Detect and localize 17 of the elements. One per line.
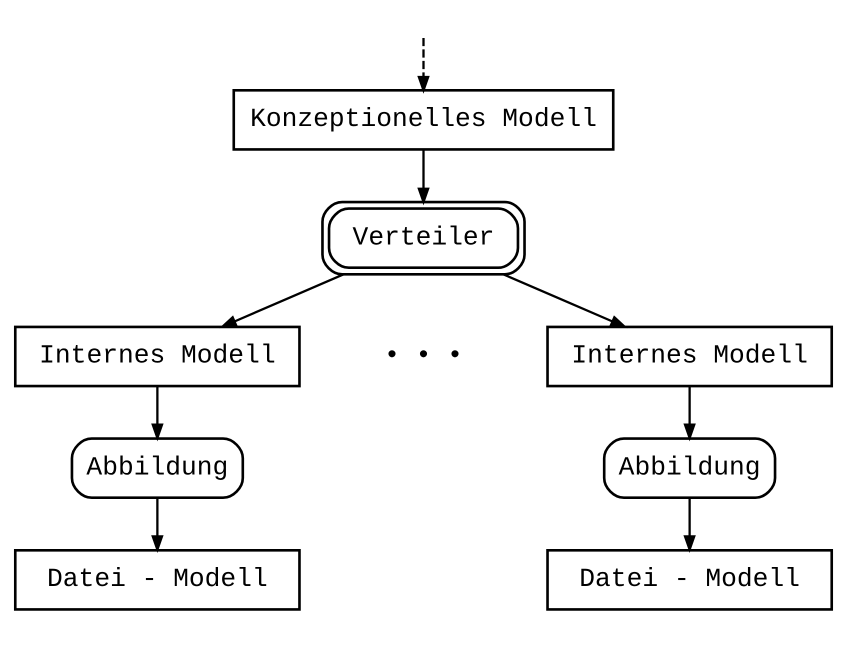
arrow xyxy=(219,273,344,328)
arrow xyxy=(502,273,628,328)
arrow xyxy=(417,38,430,94)
node-box: Abbildung xyxy=(602,437,776,500)
node-box: Verteiler xyxy=(321,200,526,276)
arrow xyxy=(151,498,164,554)
node-box: Konzeptionelles Modell xyxy=(232,89,615,151)
node-box: Abbildung xyxy=(70,437,244,500)
arrow xyxy=(151,386,164,442)
arrow xyxy=(417,150,430,206)
node-box: Datei - Modell xyxy=(14,548,301,611)
arrow xyxy=(683,386,696,442)
arrow xyxy=(683,498,696,554)
node-box: Internes Modell xyxy=(546,326,834,388)
node-box: Internes Modell xyxy=(14,326,301,388)
node-box: Datei - Modell xyxy=(546,548,834,611)
label: • • • xyxy=(384,340,463,371)
